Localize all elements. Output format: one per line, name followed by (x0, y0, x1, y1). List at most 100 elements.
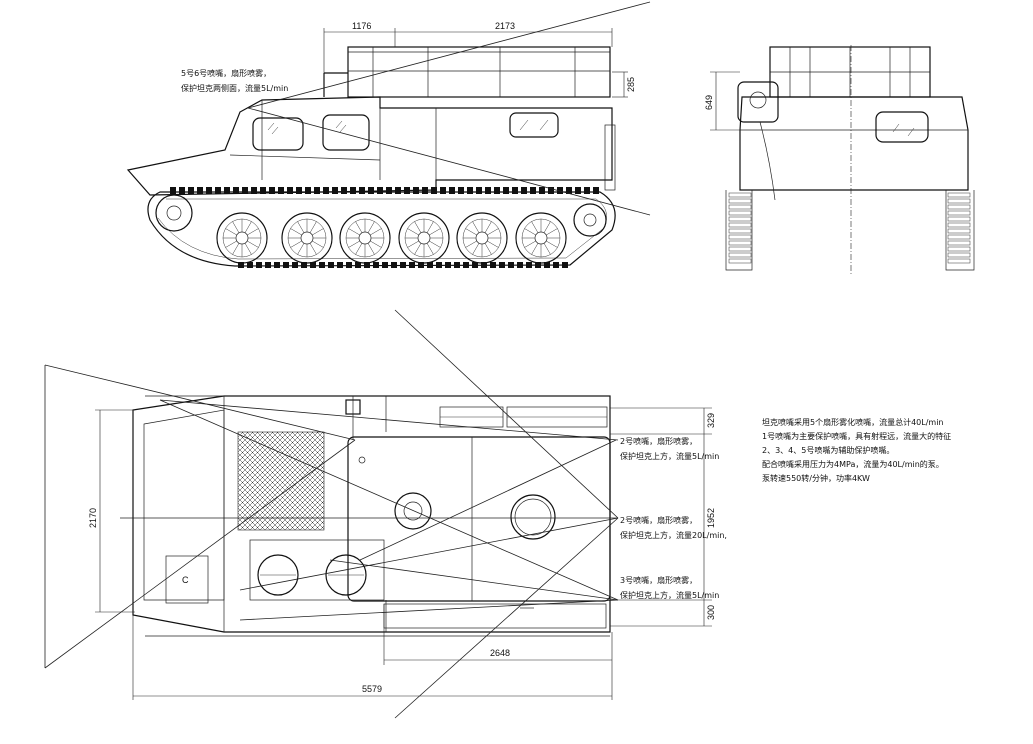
road-wheel (339, 212, 391, 264)
track-link (517, 262, 523, 268)
track-link (197, 187, 203, 194)
road-wheel-spoke (484, 243, 492, 255)
track-link (287, 187, 293, 194)
road-wheel-rim (216, 212, 268, 264)
track-link (481, 262, 487, 268)
track-link (247, 262, 253, 268)
note-line: 2号喷嘴，扇形喷雾， (620, 515, 697, 525)
front-track-block (947, 258, 971, 264)
road-wheel-spoke (367, 243, 375, 255)
track-link (206, 187, 212, 194)
track-link (260, 187, 266, 194)
road-wheel-spoke (472, 221, 480, 233)
system-note-line: 2、3、4、5号喷嘴为辅助保护喷嘴。 (762, 445, 894, 455)
road-wheel-spoke (225, 228, 237, 236)
track-link (485, 187, 491, 194)
track-link (445, 262, 451, 268)
track-link (575, 187, 581, 194)
track-link (395, 187, 401, 194)
track-link (440, 187, 446, 194)
road-wheel (456, 212, 508, 264)
side-idler-wheel (573, 203, 607, 237)
track-link (427, 262, 433, 268)
road-wheel-spoke (414, 221, 422, 233)
system-notes: 坦克喷嘴采用5个扇形雾化喷嘴，流量总计40L/min 1号喷嘴为主要保护喷嘴，具… (762, 417, 951, 483)
road-wheel-spoke (297, 243, 305, 255)
plan-upper-panels (439, 406, 608, 428)
dim-1952: 1952 (706, 508, 716, 528)
road-wheel-spoke (426, 221, 434, 233)
track-link (256, 262, 262, 268)
note-nozzle-2-main: 2号喷嘴，扇形喷雾， 保护坦克上方，流量20L/min, (620, 515, 727, 540)
front-track-block (728, 198, 752, 204)
track-link (319, 262, 325, 268)
dim-300: 300 (706, 605, 716, 620)
track-link (179, 187, 185, 194)
front-track-block (728, 222, 752, 228)
side-drive-sprocket (155, 194, 193, 232)
road-wheel-spoke (247, 228, 259, 236)
track-link (593, 187, 599, 194)
road-wheel-spoke (244, 243, 252, 255)
side-dimensions: 1176 2173 285 (323, 21, 636, 98)
front-track-block (947, 198, 971, 204)
plan-rear-hatch (510, 494, 556, 540)
track-link (305, 187, 311, 194)
track-link (548, 187, 554, 194)
front-track-block (947, 216, 971, 222)
road-wheel-spoke (348, 228, 360, 236)
track-link (458, 187, 464, 194)
front-track-block (728, 252, 752, 258)
front-view: 649 (704, 45, 975, 275)
track-links (170, 187, 599, 268)
side-view: 1176 2173 285 5号6号喷嘴，扇形喷雾， 保护坦克两侧面，流量5L/… (126, 1, 651, 268)
road-wheel-rim (456, 212, 508, 264)
road-wheel-spoke (543, 243, 551, 255)
track-link (539, 187, 545, 194)
road-wheel-rim (281, 212, 333, 264)
front-track-block (728, 216, 752, 222)
track-link (562, 262, 568, 268)
road-wheel-spoke (355, 243, 363, 255)
system-note-line: 1号喷嘴为主要保护喷嘴，具有射程远，流量大的特征 (762, 431, 951, 441)
note-nozzle-5-6: 5号6号喷嘴，扇形喷雾， 保护坦克两侧面，流量5L/min (181, 68, 288, 93)
front-hull (725, 96, 975, 271)
track-link (377, 187, 383, 194)
track-link (251, 187, 257, 194)
road-wheel-spoke (309, 221, 317, 233)
track-link (386, 187, 392, 194)
note-line: 保护坦克上方，流量5L/min (620, 590, 719, 600)
road-wheel-spoke (531, 221, 539, 233)
front-track-block (728, 258, 752, 264)
road-wheel-hub (358, 231, 372, 245)
front-track-block (728, 192, 752, 198)
track-link (476, 187, 482, 194)
track-link (242, 187, 248, 194)
note-line: 保护坦克上方，流量5L/min (620, 451, 719, 461)
plan-bottom-strip (383, 603, 607, 629)
note-line: 保护坦克上方，流量20L/min, (620, 530, 727, 540)
track-link (566, 187, 572, 194)
front-track-block (728, 234, 752, 240)
road-wheel (281, 212, 333, 264)
road-wheel-spoke (247, 240, 259, 248)
plan-dimensions: 2170 329 1952 300 2648 5579 (88, 407, 716, 700)
road-wheel-spoke (297, 221, 305, 233)
dim-2170: 2170 (88, 508, 98, 528)
road-wheel-hub (300, 231, 314, 245)
track-link (508, 262, 514, 268)
track-link (314, 187, 320, 194)
track-link (535, 262, 541, 268)
dim-649: 649 (704, 95, 714, 110)
dim-2173: 2173 (495, 21, 515, 31)
side-front-window (252, 117, 304, 151)
road-wheel-spoke (407, 240, 419, 248)
road-wheel-spoke (312, 240, 324, 248)
track-link (418, 262, 424, 268)
track-link (364, 262, 370, 268)
plan-roof-deck (347, 436, 611, 602)
road-wheel-spoke (244, 221, 252, 233)
road-wheel-spoke (309, 243, 317, 255)
track-link (454, 262, 460, 268)
